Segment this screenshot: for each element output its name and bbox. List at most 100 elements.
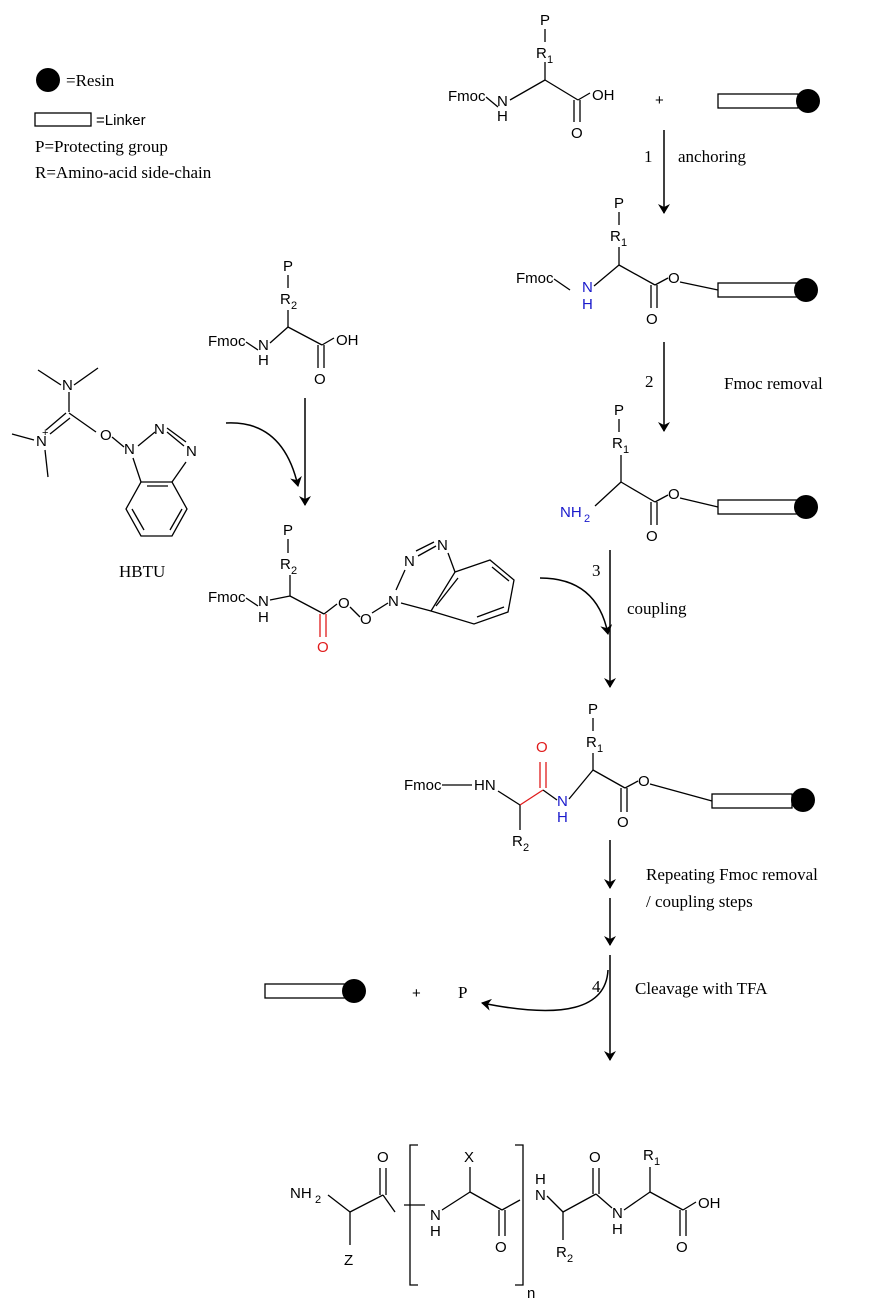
amine-aa1-resin: P R 1 NH 2 O O	[560, 402, 818, 545]
atom-sub: 2	[584, 513, 590, 525]
atom-o: O	[589, 1149, 601, 1166]
atom-o: O	[668, 270, 680, 287]
atom-h: H	[258, 352, 269, 369]
atom-o: O	[100, 427, 112, 444]
atom-n: N	[557, 793, 568, 810]
atom-n: N	[36, 433, 47, 450]
atom-p: P	[540, 12, 550, 29]
atom-fmoc: Fmoc	[404, 777, 442, 794]
atom-n: N	[535, 1187, 546, 1204]
linker-symbol	[34, 112, 92, 127]
atom-n: N	[154, 421, 165, 438]
atom-p: P	[588, 701, 598, 718]
atom-fmoc: Fmoc	[208, 333, 246, 350]
cleaved-linker-resin	[264, 979, 366, 1003]
atom-h: H	[535, 1171, 546, 1188]
atom-r: R	[512, 833, 523, 850]
step-2-number: 2	[645, 372, 654, 391]
repeat-n: n	[527, 1285, 535, 1302]
atom-n: N	[388, 593, 399, 610]
atom-h: H	[557, 809, 568, 826]
atom-o: O	[571, 125, 583, 142]
step-3-label: coupling	[627, 599, 687, 618]
atom-h: H	[612, 1221, 623, 1238]
step-1-label: anchoring	[678, 147, 746, 166]
dipeptide-resin: P R 1 Fmoc HN R 2 O N H O O	[404, 701, 815, 854]
free-protecting-group: P	[458, 983, 467, 1002]
step-2-label: Fmoc removal	[724, 374, 823, 393]
hbtu-structure: N N + O N N N HBTU	[11, 367, 197, 581]
arrow-ester-join	[539, 577, 613, 635]
atom-o: O	[314, 371, 326, 388]
atom-p: P	[614, 402, 624, 419]
bracket-right	[515, 1144, 524, 1286]
atom-o: O	[676, 1239, 688, 1256]
active-ester: P R 2 Fmoc N H O O O N N N	[208, 522, 515, 656]
legend-protecting: P=Protecting group	[35, 137, 168, 156]
step-4-label: Cleavage with TFA	[635, 979, 768, 998]
repeat-label-2: / coupling steps	[646, 892, 753, 911]
atom-n: N	[62, 377, 73, 394]
atom-sub: 2	[291, 300, 297, 312]
atom-n: N	[437, 537, 448, 554]
atom-n: N	[258, 337, 269, 354]
step-3-number: 3	[592, 561, 601, 580]
plus-sign: +	[412, 985, 421, 1002]
atom-oh: OH	[336, 332, 359, 349]
atom-o: O	[617, 814, 629, 831]
atom-o: O	[360, 611, 372, 628]
atom-o-red: O	[317, 639, 329, 656]
atom-r: R	[556, 1244, 567, 1261]
atom-sub: 1	[547, 54, 553, 66]
atom-r: R	[643, 1147, 654, 1164]
atom-o: O	[638, 773, 650, 790]
atom-p: P	[614, 195, 624, 212]
atom-n: N	[582, 279, 593, 296]
atom-n: N	[404, 553, 415, 570]
atom-r: R	[610, 228, 621, 245]
atom-hn: HN	[474, 777, 496, 794]
atom-r: R	[536, 45, 547, 62]
step-4-number: 4	[592, 977, 601, 996]
atom-o: O	[338, 595, 350, 612]
fmoc-aa1-resin: P R 1 Fmoc N H O O	[516, 195, 818, 328]
atom-o: O	[646, 528, 658, 545]
atom-z: Z	[344, 1252, 353, 1269]
atom-n: N	[124, 441, 135, 458]
atom-n: N	[430, 1207, 441, 1224]
atom-o: O	[377, 1149, 389, 1166]
fmoc-aa2-acid: P R 2 Fmoc N H OH O	[208, 258, 359, 388]
atom-o: O	[646, 311, 658, 328]
atom-sub: 1	[623, 444, 629, 456]
plus-sign: +	[655, 92, 664, 109]
step-1-number: 1	[644, 147, 653, 166]
atom-fmoc: Fmoc	[448, 88, 486, 105]
atom-o: O	[668, 486, 680, 503]
legend-resin: =Resin	[66, 71, 115, 90]
atom-oh: OH	[698, 1195, 721, 1212]
fmoc-aa1-acid: P R 1 Fmoc N H OH O	[448, 12, 615, 142]
atom-nh2: NH	[560, 504, 582, 521]
arrow-hbtu	[225, 422, 302, 487]
linker-resin-top	[717, 89, 820, 113]
atom-n: N	[612, 1205, 623, 1222]
atom-h: H	[497, 108, 508, 125]
atom-p: P	[283, 522, 293, 539]
atom-h: H	[582, 296, 593, 313]
atom-fmoc: Fmoc	[208, 589, 246, 606]
atom-o-red: O	[536, 739, 548, 756]
arrow-cleavage-byproducts	[481, 969, 609, 1012]
legend-sidechain: R=Amino-acid side-chain	[35, 163, 212, 182]
atom-r: R	[280, 291, 291, 308]
repeat-label-1: Repeating Fmoc removal	[646, 865, 818, 884]
atom-sub: 2	[567, 1253, 573, 1265]
resin-symbol	[36, 68, 60, 92]
atom-p: P	[283, 258, 293, 275]
hbtu-label: HBTU	[119, 562, 165, 581]
atom-plus: +	[42, 427, 48, 439]
legend: =Resin =Linker P=Protecting group R=Amin…	[34, 68, 212, 182]
atom-oh: OH	[592, 87, 615, 104]
atom-r: R	[586, 734, 597, 751]
atom-r: R	[612, 435, 623, 452]
